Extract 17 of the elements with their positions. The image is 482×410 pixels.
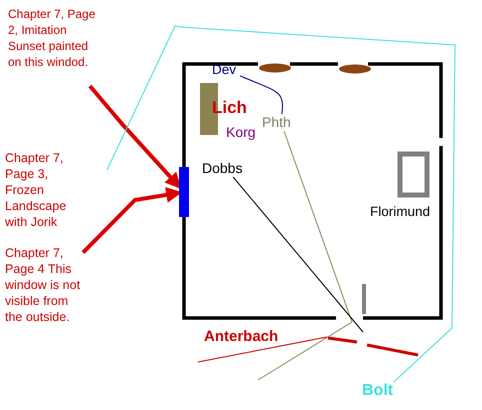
- character-label: Phth: [262, 114, 292, 130]
- note: Chapter 7, Page 2, Imitation Sunset painted on this windod.: [8, 6, 96, 70]
- movement-path: [240, 75, 284, 114]
- arrow: [88, 84, 182, 189]
- character-label: Florimund: [370, 204, 432, 220]
- movement-path: [258, 130, 353, 380]
- movement-path: [232, 176, 364, 332]
- character-label: Dev: [212, 62, 238, 78]
- note: Chapter 7, Page 3, Frozen Landscape with Jorik: [5, 150, 68, 230]
- character-label: Anterbach: [204, 328, 280, 346]
- character-label: Dobbs: [202, 160, 244, 176]
- note: Chapter 7, Page 4 This window is not visible from the outside.: [5, 245, 82, 325]
- window-bar: [179, 167, 189, 217]
- movement-path: [106, 25, 456, 382]
- character-label: Korg: [226, 124, 257, 140]
- movement-path: [198, 336, 328, 362]
- character-label: Bolt: [362, 382, 394, 400]
